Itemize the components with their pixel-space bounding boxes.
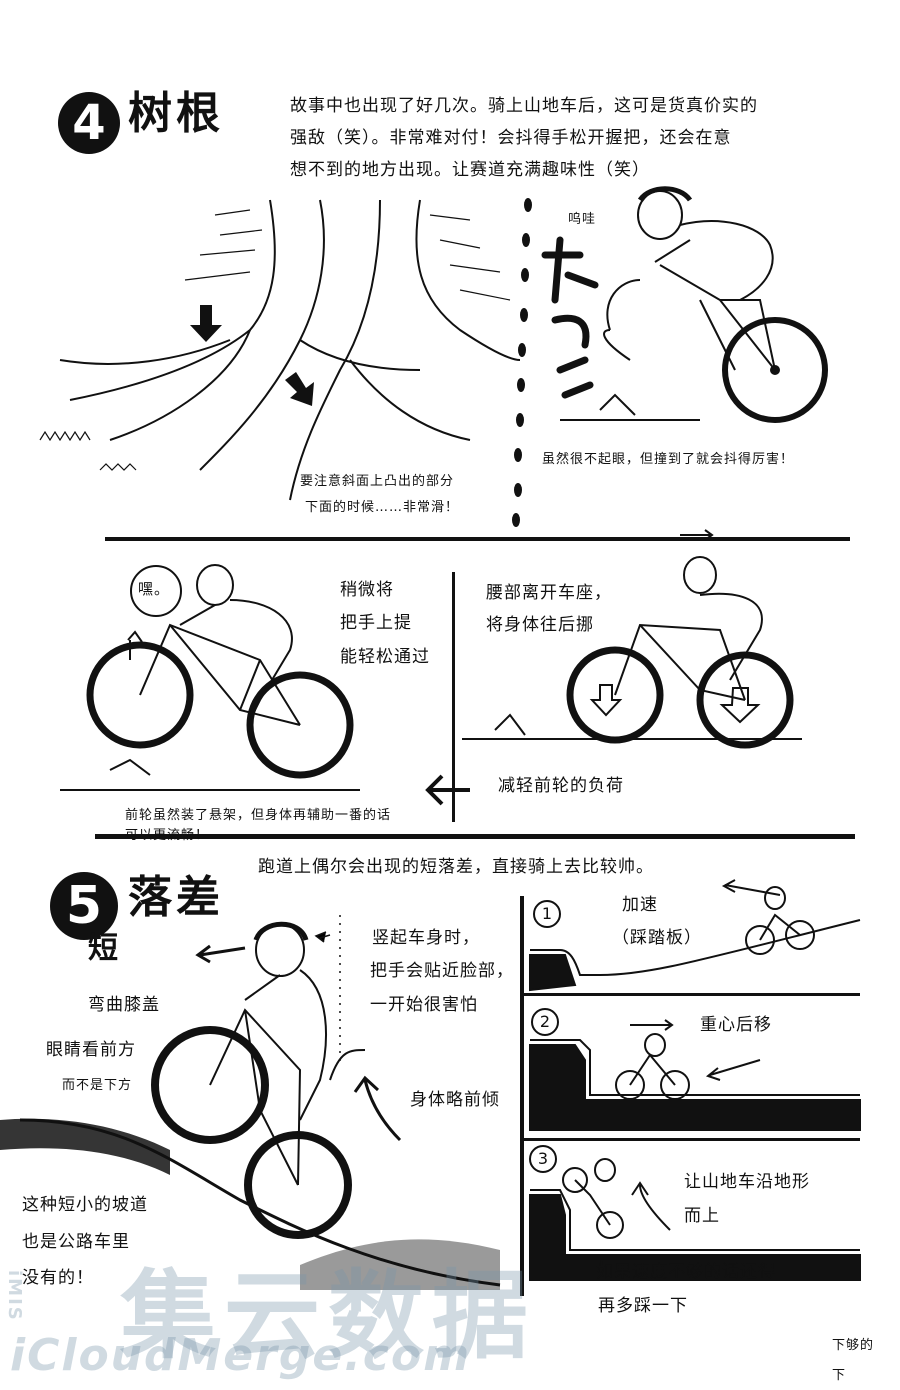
caption-root-slope-2: 下面的时候……非常滑！ xyxy=(305,500,460,515)
raise-line-3: 一开始很害怕 xyxy=(370,995,478,1015)
section5-intro: 跑道上偶尔会出现的短落差，直接骑上去比较帅。 xyxy=(258,857,654,877)
section4-title: 树根 xyxy=(128,88,224,139)
step-3-badge: 3 xyxy=(529,1145,557,1173)
road-note-1: 这种短小的坡道 xyxy=(22,1195,148,1215)
step-3-number: 3 xyxy=(537,1149,549,1168)
speech-bubble-hey: 嘿。 xyxy=(130,565,182,617)
section5-number-badge: 5 xyxy=(50,872,118,940)
step-1-number: 1 xyxy=(541,904,553,923)
section5-number: 5 xyxy=(65,876,103,936)
section4-number: 4 xyxy=(72,95,106,151)
lift-line-2: 把手上提 xyxy=(340,613,412,633)
hip-line-2: 将身体往后挪 xyxy=(486,615,594,635)
step-1-line-2: （踩踏板） xyxy=(612,928,702,948)
eyes-line-2: 而不是下方 xyxy=(62,1078,133,1093)
section4-intro-line-1: 故事中也出现了好几次。骑上山地车后，这可是货真价实的 xyxy=(290,96,758,116)
raise-line-2: 把手会贴近脸部， xyxy=(370,961,514,981)
road-note-2: 也是公路车里 xyxy=(22,1232,130,1252)
cut-text-2: 下 xyxy=(832,1368,847,1383)
section4-number-badge: 4 xyxy=(58,92,120,154)
step-2-number: 2 xyxy=(539,1012,551,1031)
step-2-badge: 2 xyxy=(531,1008,559,1036)
lift-line-1: 稍微将 xyxy=(340,580,394,600)
caption-bump: 虽然很不起眼，但撞到了就会抖得厉害！ xyxy=(542,452,795,467)
step-3-line-2: 而上 xyxy=(684,1206,720,1226)
step-1-badge: 1 xyxy=(533,900,561,928)
eyes-line-1: 眼睛看前方 xyxy=(46,1040,136,1060)
sfx-wow: 呜哇 xyxy=(568,212,597,227)
watermark-side: iMIS xyxy=(4,1270,25,1322)
step-1-line-1: 加速 xyxy=(622,895,658,915)
raise-line-1: 竖起车身时， xyxy=(372,928,480,948)
step-2-line-1: 重心后移 xyxy=(700,1015,772,1035)
step3-note-1: 如果速度不够的话还得 xyxy=(596,1262,776,1282)
reduce-front-caption: 减轻前轮的负荷 xyxy=(498,776,624,796)
lift-line-3: 能轻松通过 xyxy=(340,647,430,667)
caption-root-slope-1: 要注意斜面上凸出的部分 xyxy=(300,474,455,489)
suspension-note-1: 前轮虽然装了悬架，但身体再辅助一番的话 xyxy=(125,808,392,823)
road-note-3: 没有的！ xyxy=(22,1268,94,1288)
watermark-big: 集云数据 xyxy=(120,1260,536,1372)
hip-line-1: 腰部离开车座， xyxy=(486,583,612,603)
speech-hey: 嘿。 xyxy=(138,580,171,598)
section5-subtitle: 短 xyxy=(88,931,122,966)
bend-knee-label: 弯曲膝盖 xyxy=(88,995,160,1015)
lean-forward-label: 身体略前倾 xyxy=(410,1090,500,1110)
section4-intro-line-3: 想不到的地方出现。让赛道充满趣味性（笑） xyxy=(290,160,650,180)
section4-intro-line-2: 强敌（笑）。非常难对付！会抖得手松开握把，还会在意 xyxy=(290,128,732,148)
watermark-url: iCloudMerge.com xyxy=(10,1330,472,1381)
step3-note-2: 再多踩一下 xyxy=(598,1296,688,1316)
suspension-note-2: 可以更流畅！ xyxy=(125,828,210,843)
step-3-line-1: 让山地车沿地形 xyxy=(684,1172,810,1192)
cut-text-1: 下够的 xyxy=(832,1338,875,1353)
section5-title: 落差 xyxy=(128,872,224,923)
